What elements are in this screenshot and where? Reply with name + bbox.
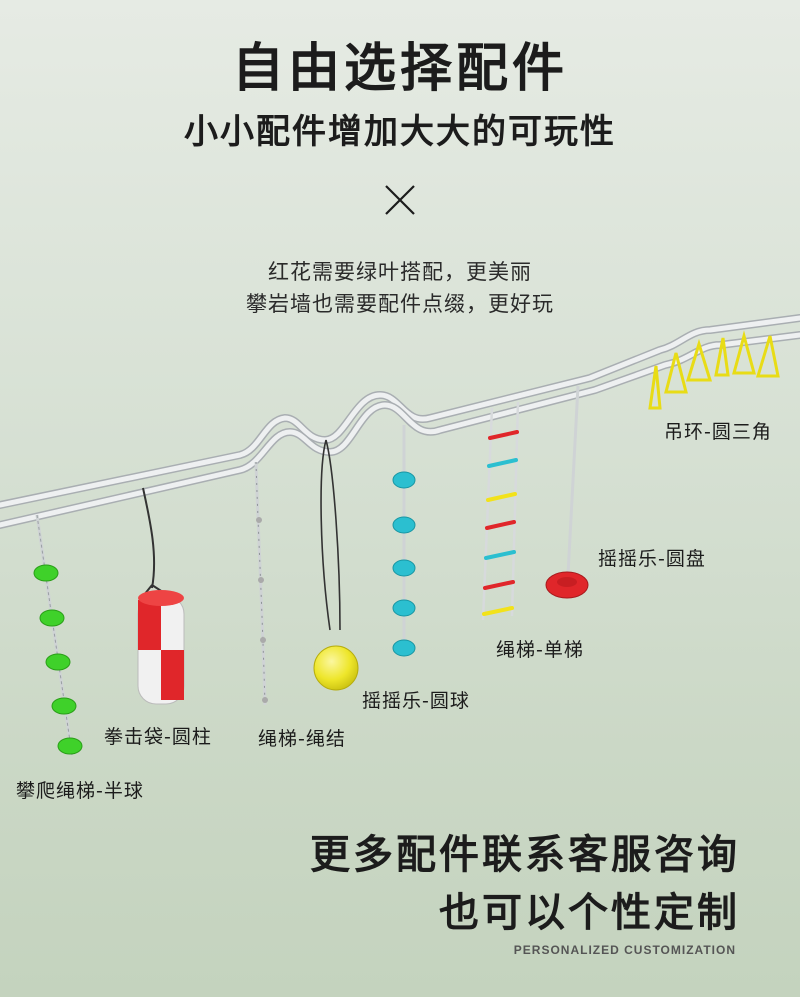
label-swing-ball: 摇摇乐-圆球 (362, 690, 470, 712)
rope-ladder-single (481, 401, 520, 621)
climbing-ladder-hemisphere (33, 514, 83, 756)
footer-english: PERSONALIZED CUSTOMIZATION (513, 943, 736, 957)
tagline-line2: 攀岩墙也需要配件点缀，更好玩 (246, 292, 554, 316)
rings-triangle (648, 330, 780, 410)
tagline-line1: 红花需要绿叶搭配，更美丽 (268, 260, 532, 284)
footer-contact: 更多配件联系客服咨询 (310, 832, 740, 878)
punching-bag-cylinder (137, 487, 185, 705)
monkey-bar-rails (0, 314, 800, 529)
label-swing-disc: 摇摇乐-圆盘 (598, 548, 706, 570)
label-rope-ladder-knot: 绳梯-绳结 (258, 728, 346, 750)
page-title: 自由选择配件 (231, 39, 568, 99)
label-climbing-ladder-hemisphere: 攀爬绳梯-半球 (16, 780, 144, 802)
multiply-icon (385, 185, 415, 215)
page-subtitle: 小小配件增加大大的可玩性 (184, 112, 616, 152)
swing-ball (313, 439, 359, 691)
footer-custom: 也可以个性定制 (439, 890, 740, 936)
climbing-ladder-cyan (392, 425, 416, 657)
rope-ladder-knot (254, 461, 268, 706)
label-punching-bag-cylinder: 拳击袋-圆柱 (104, 726, 212, 748)
swing-disc (545, 385, 589, 599)
label-rope-ladder-single: 绳梯-单梯 (496, 639, 584, 661)
label-rings-triangle: 吊环-圆三角 (664, 421, 772, 443)
